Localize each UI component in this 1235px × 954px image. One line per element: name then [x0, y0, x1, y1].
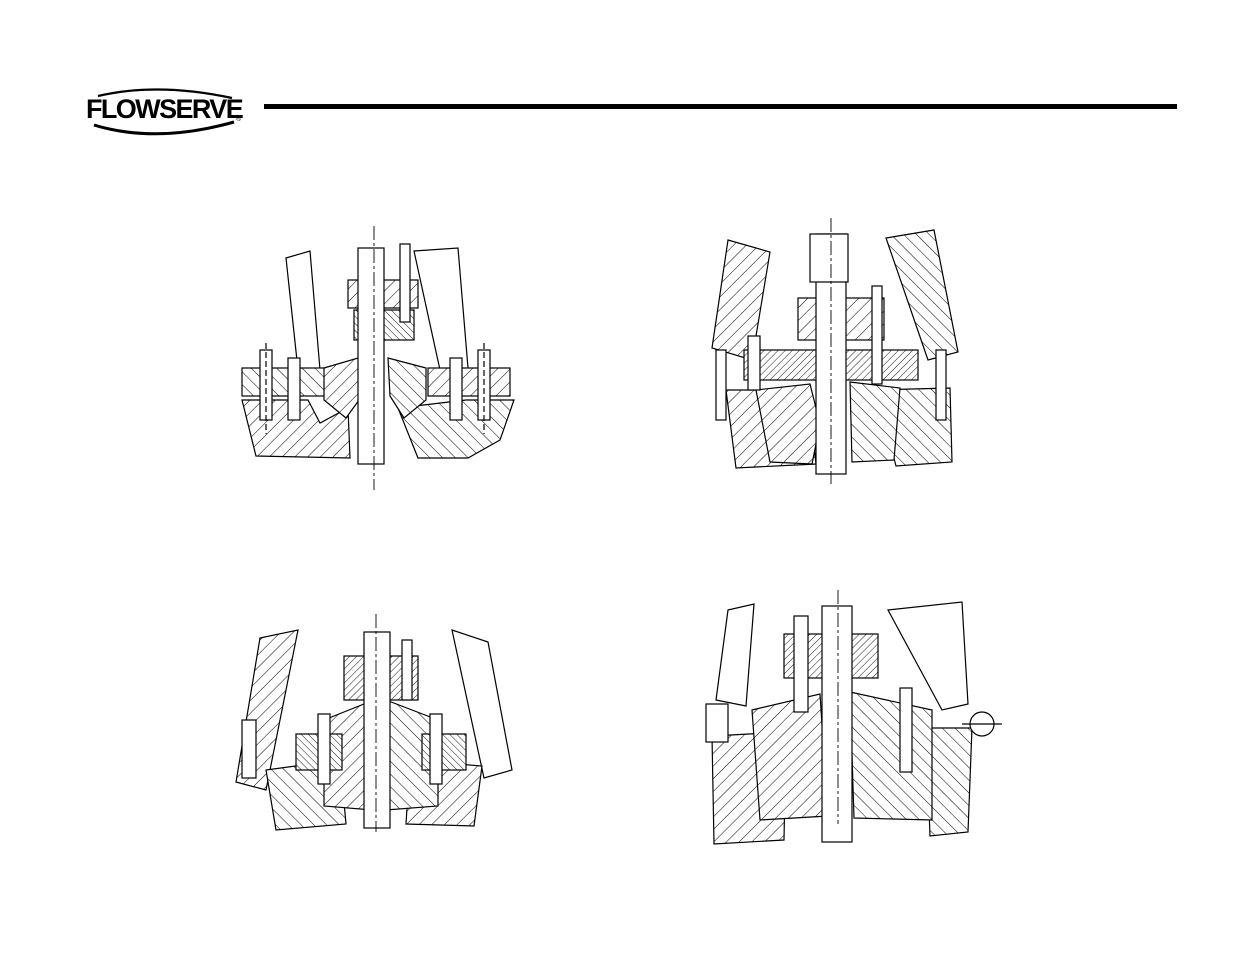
drawing-top-right [690, 212, 990, 497]
bonnet-section-drawing-icon [700, 588, 1010, 848]
bonnet-section-drawing-icon [226, 610, 526, 840]
bonnet-section-drawing-icon [228, 218, 528, 498]
flowserve-logo: FLOWSERVE ® [86, 88, 246, 138]
drawing-bottom-left [226, 610, 526, 845]
drawing-top-left [228, 218, 528, 503]
registered-mark: ® [236, 116, 241, 123]
drawing-bottom-right [700, 588, 1010, 853]
header-rule [264, 104, 1177, 109]
brand-name: FLOWSERVE [86, 94, 242, 125]
bonnet-section-drawing-icon [690, 212, 990, 492]
